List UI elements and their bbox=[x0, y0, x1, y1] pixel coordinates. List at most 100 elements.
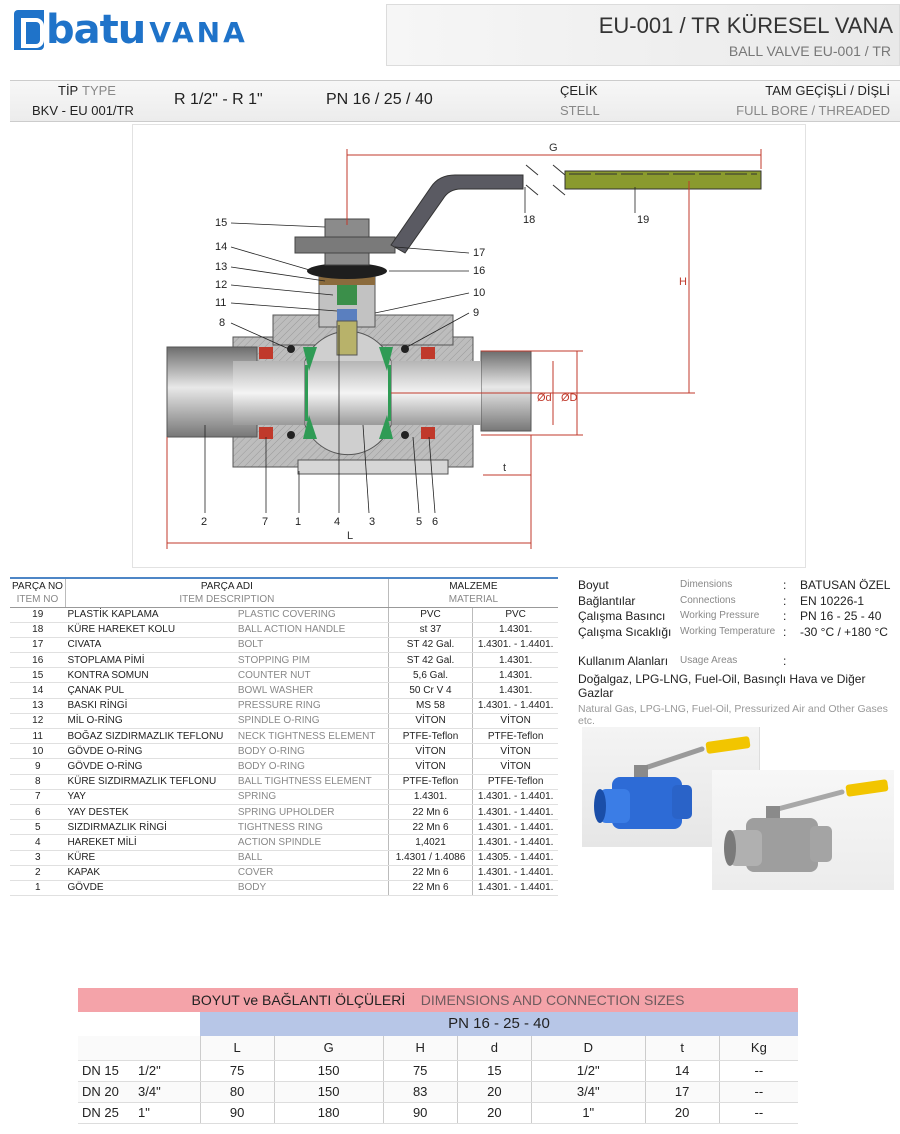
callout-19: 19 bbox=[637, 214, 649, 226]
spec-row-pressure: Çalışma Basıncı Working Pressure : PN 16… bbox=[578, 609, 898, 625]
leader-lines-right bbox=[374, 187, 636, 348]
part-material-2: VİTON bbox=[472, 758, 558, 775]
spec-label-tr: Boyut bbox=[578, 578, 609, 592]
part-name-en: PRESSURE RING bbox=[235, 698, 389, 714]
spindle-o-ring bbox=[337, 309, 357, 321]
part-material-1: MS 58 bbox=[387, 698, 473, 714]
part-name-en: BODY O-RING bbox=[235, 743, 389, 760]
callout-16: 16 bbox=[473, 265, 485, 277]
header-blank bbox=[78, 1036, 138, 1061]
callout-8: 8 bbox=[219, 317, 225, 329]
callout-15: 15 bbox=[215, 217, 227, 229]
part-no: 5 bbox=[10, 819, 66, 836]
part-material-1: PTFE-Teflon bbox=[387, 728, 473, 745]
dim-label-t: t bbox=[503, 462, 506, 474]
steel-valve-image bbox=[724, 779, 889, 872]
seat-right-top bbox=[379, 347, 393, 371]
parts-header-mat-en: MATERIAL bbox=[387, 593, 558, 608]
inch-size: 1/2" bbox=[138, 1060, 200, 1082]
plastic-grip bbox=[564, 170, 762, 190]
dimension-value: 180 bbox=[273, 1102, 384, 1124]
dimension-value: 17 bbox=[644, 1081, 720, 1103]
part-no: 3 bbox=[10, 850, 66, 866]
parts-header-mat-tr: MALZEME bbox=[387, 577, 558, 593]
dimension-value: 90 bbox=[199, 1102, 275, 1124]
part-no: 14 bbox=[10, 682, 66, 699]
part-material-1: 50 Cr V 4 bbox=[387, 682, 473, 699]
pressure-class: PN 16 / 25 / 40 bbox=[326, 91, 433, 108]
part-material-2: 1.4301. - 1.4401. bbox=[472, 865, 558, 881]
part-name-en: BALL bbox=[235, 850, 389, 866]
part-material-1: VİTON bbox=[387, 743, 473, 760]
part-name-en: BODY O-RING bbox=[235, 758, 389, 775]
part-material-1: ST 42 Gal. bbox=[387, 652, 473, 669]
spring-top-right bbox=[421, 347, 435, 359]
dim-label-g: G bbox=[549, 142, 558, 154]
usage-colon: : bbox=[783, 654, 787, 668]
seat-left-top bbox=[303, 347, 317, 371]
dimension-value: 150 bbox=[273, 1081, 384, 1103]
part-no: 4 bbox=[10, 834, 66, 851]
part-name-tr: YAY bbox=[65, 789, 236, 805]
blue-valve-image bbox=[594, 736, 751, 829]
brand-logo: batu VANA bbox=[14, 6, 248, 50]
part-name-tr: KÜRE SIZDIRMAZLIK TEFLONU bbox=[65, 774, 236, 790]
spec-colon: : bbox=[783, 578, 787, 592]
brand-mark-icon bbox=[14, 10, 44, 50]
tip-label: TİP bbox=[58, 83, 79, 98]
spec-row-dimensions: Boyut Dimensions : BATUSAN ÖZEL bbox=[578, 578, 898, 594]
part-no: 11 bbox=[10, 728, 66, 745]
parts-header-no-en: ITEM NO bbox=[10, 593, 66, 608]
o-ring-10b bbox=[401, 431, 409, 439]
dn-size: DN 15 bbox=[78, 1060, 138, 1082]
part-name-en: ACTION SPINDLE bbox=[235, 834, 389, 851]
part-name-tr: MİL O-RİNG bbox=[65, 713, 236, 730]
callout-5: 5 bbox=[416, 516, 422, 528]
part-name-tr: YAY DESTEK bbox=[65, 804, 236, 821]
part-material-2: 1.4301. - 1.4401. bbox=[472, 637, 558, 654]
dimension-value: 75 bbox=[382, 1060, 458, 1082]
spec-colon: : bbox=[783, 609, 787, 623]
part-name-tr: CIVATA bbox=[65, 637, 236, 654]
o-ring-9 bbox=[287, 345, 295, 353]
spec-colon: : bbox=[783, 624, 787, 639]
part-material-2: 1.4301. - 1.4401. bbox=[472, 880, 558, 897]
ball-bore bbox=[305, 361, 391, 425]
part-name-tr: STOPLAMA PİMİ bbox=[65, 652, 236, 669]
material-en: STELL bbox=[560, 103, 600, 118]
part-material-1: PTFE-Teflon bbox=[387, 774, 473, 790]
dimension-value: -- bbox=[718, 1081, 798, 1103]
dimensions-column-header: t bbox=[644, 1036, 720, 1061]
part-no: 15 bbox=[10, 667, 66, 684]
spec-value: PN 16 - 25 - 40 bbox=[800, 609, 882, 623]
o-ring-9b bbox=[287, 431, 295, 439]
callout-2: 2 bbox=[201, 516, 207, 528]
part-material-2: 1.4301. - 1.4401. bbox=[472, 698, 558, 714]
dim-label-l: L bbox=[347, 530, 353, 542]
part-no: 13 bbox=[10, 698, 66, 714]
break-mark-4 bbox=[552, 184, 566, 196]
spec-row-connections: Bağlantılar Connections : EN 10226-1 bbox=[578, 594, 898, 610]
spring-top-left bbox=[259, 347, 273, 359]
action-spindle bbox=[336, 320, 358, 356]
part-no: 12 bbox=[10, 713, 66, 730]
part-material-2: 1.4301. - 1.4401. bbox=[472, 834, 558, 851]
spec-label-en: Working Pressure bbox=[680, 610, 760, 621]
dn-size: DN 25 bbox=[78, 1102, 138, 1124]
callout-14: 14 bbox=[215, 241, 227, 253]
callout-1: 1 bbox=[295, 516, 301, 528]
part-name-tr: SIZDIRMAZLIK RİNGİ bbox=[65, 819, 236, 836]
page-subtitle: BALL VALVE EU-001 / TR bbox=[728, 43, 891, 59]
brand-name-light: VANA bbox=[149, 16, 248, 49]
spec-label-en: Connections bbox=[680, 594, 736, 606]
